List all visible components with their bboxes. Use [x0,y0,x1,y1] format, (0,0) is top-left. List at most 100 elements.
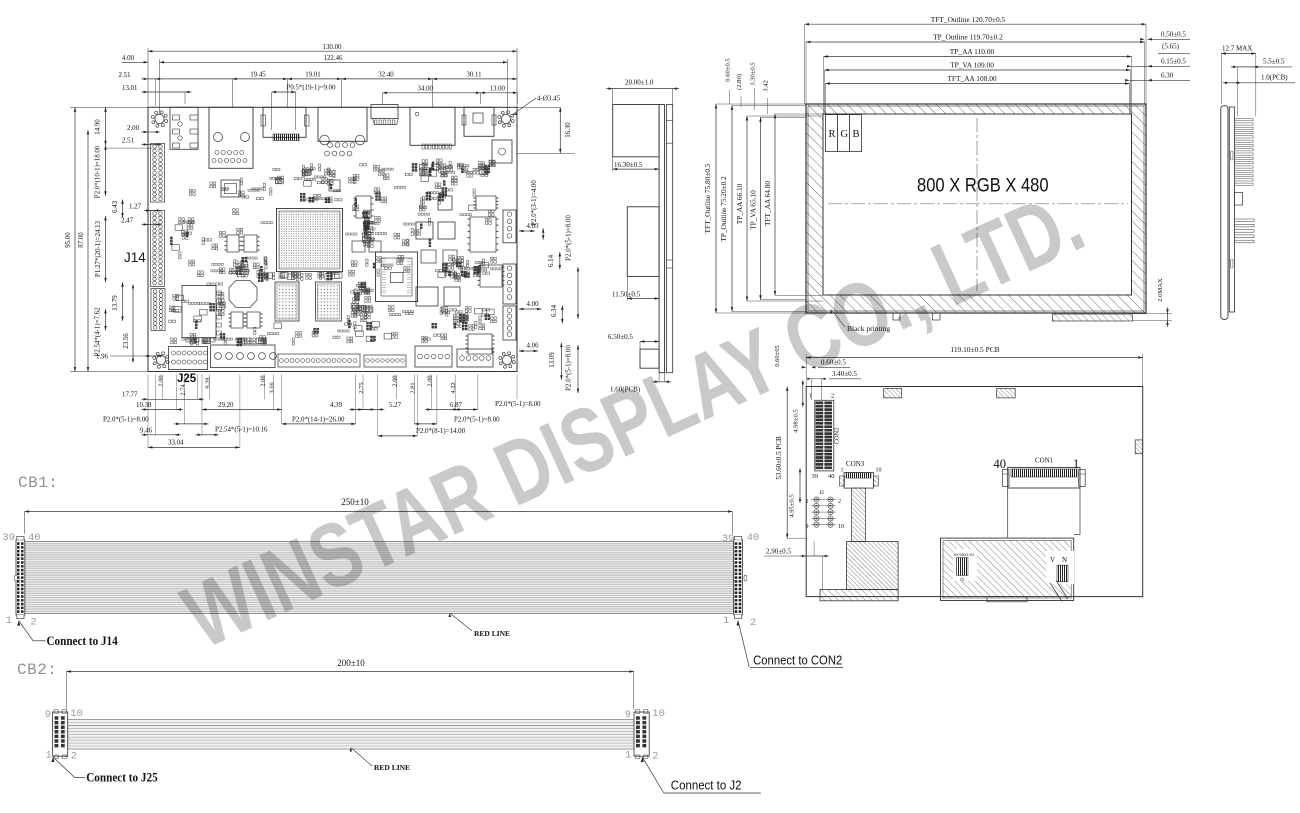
svg-text:1.27: 1.27 [129,204,142,211]
svg-text:53.60±0.5 PCB: 53.60±0.5 PCB [775,436,783,480]
svg-text:10: 10 [652,708,665,720]
svg-text:TP_AA 110.00: TP_AA 110.00 [950,47,995,56]
svg-text:40: 40 [28,532,41,544]
svg-text:2.00: 2.00 [427,375,434,386]
svg-text:TP_Outline 75.20±0.2: TP_Outline 75.20±0.2 [719,176,728,242]
svg-text:1: 1 [1073,457,1079,471]
svg-text:Connect to J25: Connect to J25 [86,771,158,785]
svg-text:4.00: 4.00 [122,55,135,62]
svg-text:3.30±0.5: 3.30±0.5 [750,62,757,86]
svg-text:RED LINE: RED LINE [474,629,510,638]
svg-text:V: V [1050,556,1055,564]
svg-text:39: 39 [722,533,735,545]
svg-text:2.51: 2.51 [119,72,132,79]
svg-text:RED LINE: RED LINE [374,763,410,772]
svg-text:6.34: 6.34 [551,304,558,317]
svg-text:14.90: 14.90 [95,119,102,135]
svg-text:250±10: 250±10 [341,497,369,507]
svg-text:1.60(PCB): 1.60(PCB) [610,386,641,394]
svg-text:2.00: 2.00 [260,375,267,386]
svg-text:2.75: 2.75 [358,382,365,393]
svg-text:29.20: 29.20 [218,402,234,409]
svg-text:P2.0*(14-1)=26.00: P2.0*(14-1)=26.00 [292,417,345,424]
svg-text:11.50±0.5: 11.50±0.5 [612,291,641,299]
svg-text:34.00: 34.00 [418,86,434,93]
svg-text:17.77: 17.77 [122,392,138,399]
svg-text:9: 9 [625,709,631,721]
svg-text:16.30±0.5: 16.30±0.5 [614,161,643,169]
svg-text:J2: J2 [819,490,824,496]
svg-text:2.74: 2.74 [180,384,187,396]
svg-text:2: 2 [652,751,658,763]
svg-text:40: 40 [994,457,1007,471]
svg-text:23.56: 23.56 [123,333,130,349]
svg-text:P2.0*(10-1)=18.00: P2.0*(10-1)=18.00 [95,145,102,198]
svg-text:1: 1 [806,499,809,505]
svg-text:CON1: CON1 [1035,457,1054,465]
svg-text:(2.80): (2.80) [736,74,743,90]
svg-text:XXYBXLYU: XXYBXLYU [954,552,975,557]
svg-text:2: 2 [71,751,77,763]
svg-text:95.00: 95.00 [65,232,72,248]
svg-text:32.40: 32.40 [378,72,394,79]
svg-text:4.06: 4.06 [527,343,540,350]
svg-text:6.43: 6.43 [112,200,119,213]
svg-text:10.38: 10.38 [136,402,152,409]
svg-text:9: 9 [806,524,809,530]
svg-text:4.00: 4.00 [527,301,540,308]
svg-text:TFT_AA 64.80: TFT_AA 64.80 [763,181,772,226]
svg-text:2.00: 2.00 [392,375,399,386]
svg-text:Connect to J14: Connect to J14 [47,634,119,648]
svg-text:0.50±0.5: 0.50±0.5 [1161,31,1186,39]
svg-text:6.50±0.5: 6.50±0.5 [608,333,633,341]
svg-text:4.03: 4.03 [527,223,540,230]
svg-text:13.79: 13.79 [112,295,119,311]
svg-text:0.60±0.5: 0.60±0.5 [725,58,732,82]
svg-text:2.90±0.5: 2.90±0.5 [766,548,791,556]
svg-text:P1.27*(20-1)=24.13: P1.27*(20-1)=24.13 [95,220,102,277]
svg-text:TP_Outline 119.70±0.2: TP_Outline 119.70±0.2 [933,33,1003,42]
svg-text:4.95±0.5: 4.95±0.5 [789,494,796,518]
svg-text:13.01: 13.01 [122,85,138,92]
svg-text:G: G [841,129,849,140]
svg-text:119.10±0.5 PCB: 119.10±0.5 PCB [950,345,999,354]
svg-text:P2.0*(5-1)=8.00: P2.0*(5-1)=8.00 [495,401,541,408]
svg-text:19.01: 19.01 [305,72,321,79]
svg-text:4.39: 4.39 [330,402,343,409]
svg-text:4.98±0.5: 4.98±0.5 [793,409,800,433]
svg-text:P2.0*(5-1)=8.00: P2.0*(5-1)=8.00 [566,215,573,261]
svg-text:P2.54*(4-1)=7.62: P2.54*(4-1)=7.62 [95,307,102,357]
svg-text:19.45: 19.45 [250,72,266,79]
svg-text:2: 2 [750,617,756,629]
svg-text:CON2: CON2 [834,428,841,445]
svg-text:TP_VA 109.00: TP_VA 109.00 [950,61,994,70]
svg-text:1: 1 [6,615,12,627]
svg-text:CB1:: CB1: [18,474,58,492]
svg-text:P2.0*(5-1)=8.00: P2.0*(5-1)=8.00 [103,417,149,424]
svg-text:N: N [1062,556,1067,564]
svg-text:R: R [829,129,836,140]
svg-text:J14: J14 [124,250,146,265]
svg-text:40: 40 [828,473,835,480]
svg-text:130.00: 130.00 [323,44,343,51]
svg-text:3.42: 3.42 [763,80,770,92]
svg-text:122.46: 122.46 [324,55,344,62]
svg-text:33.04: 33.04 [168,440,184,447]
svg-text:3.16: 3.16 [269,382,276,393]
svg-text:1: 1 [841,468,844,474]
svg-text:TP_AA 66.10: TP_AA 66.10 [735,183,744,224]
svg-text:0.60±0.5: 0.60±0.5 [821,359,846,367]
svg-text:1.96: 1.96 [96,354,109,361]
svg-text:2.00: 2.00 [127,125,140,132]
svg-text:2: 2 [838,499,841,505]
svg-text:800 X RGB X 480: 800 X RGB X 480 [917,174,1049,196]
svg-text:12.7 MAX: 12.7 MAX [1222,45,1252,53]
svg-text:9: 9 [45,709,51,721]
svg-text:87.00: 87.00 [78,232,85,248]
svg-text:TFT_Outline 120.70±0.5: TFT_Outline 120.70±0.5 [931,15,1006,24]
svg-text:CON3: CON3 [846,460,865,468]
svg-text:TFT_Outline 75.80±0.5: TFT_Outline 75.80±0.5 [703,163,712,233]
svg-text:2.0MAX: 2.0MAX [1157,278,1164,302]
svg-text:2.51: 2.51 [122,138,135,145]
svg-text:9.46: 9.46 [140,428,153,435]
